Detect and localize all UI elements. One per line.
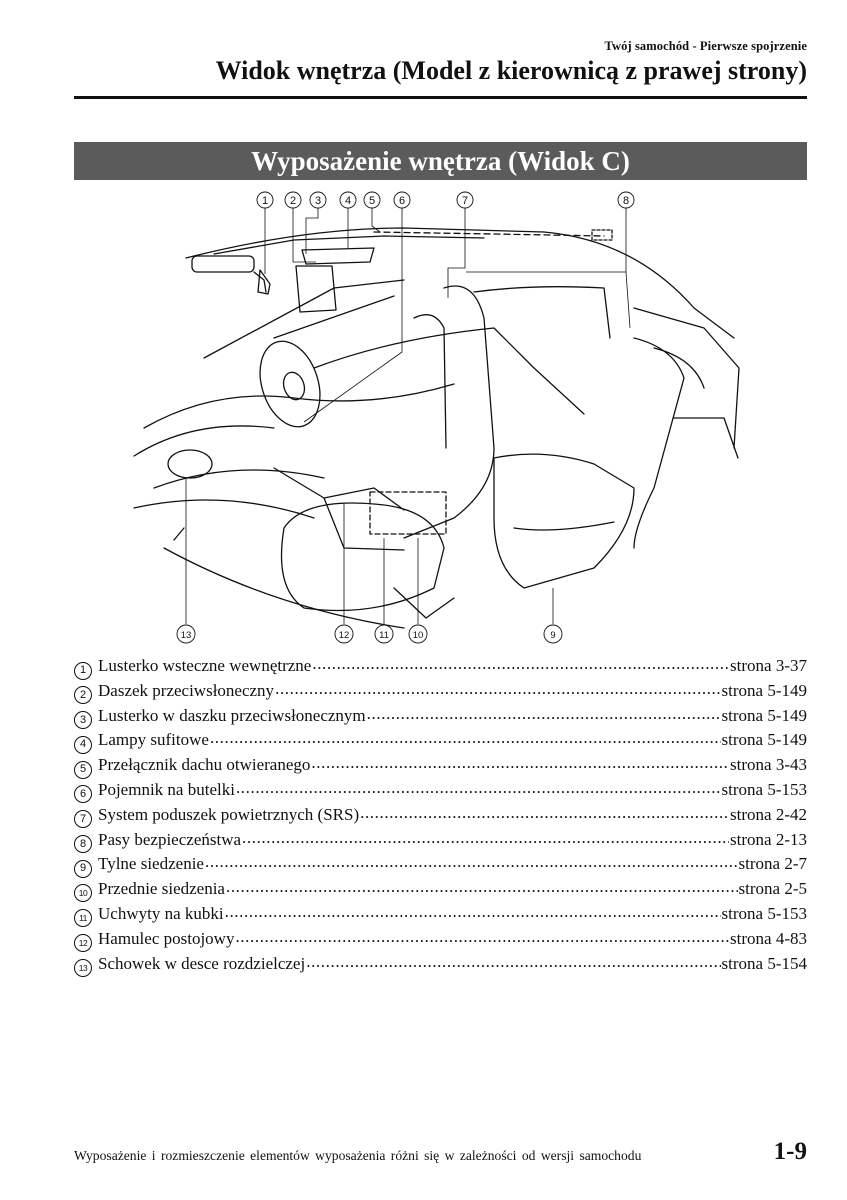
item-page-ref: strona 5-149 xyxy=(721,705,807,725)
item-label: Lusterko wsteczne wewnętrzne xyxy=(98,656,312,675)
svg-text:5: 5 xyxy=(369,195,375,207)
item-label: Przednie siedzenia xyxy=(98,879,225,899)
callout-1: 1 xyxy=(256,191,274,209)
callout-2: 2 xyxy=(284,191,302,209)
item-label: Tylne siedzenie xyxy=(98,854,204,874)
dot-leader xyxy=(360,803,729,820)
callout-10: 10 xyxy=(408,624,428,644)
dot-leader xyxy=(311,753,729,770)
svg-text:11: 11 xyxy=(379,630,389,641)
callout-11: 11 xyxy=(374,624,394,644)
item-number: 5 xyxy=(74,760,92,779)
item-page-ref: strona 5-154 xyxy=(721,953,807,973)
callout-13: 13 xyxy=(176,624,196,644)
callout-12: 12 xyxy=(334,624,354,644)
list-item: 9 Tylne siedzenie strona 2-7 xyxy=(74,852,807,878)
item-number: 9 xyxy=(74,859,92,878)
callout-8: 8 xyxy=(617,191,635,209)
component-list: 1 Lusterko wsteczne wewnętrzne strona 3-37… xyxy=(74,654,807,977)
list-item: 8 Pasy bezpieczeństwa strona 2-13 xyxy=(74,828,807,854)
item-number: 1 xyxy=(74,661,92,680)
car-interior-illustration: 1 2 3 4 5 6 7 8 9 10 11 12 13 xyxy=(133,191,740,644)
dot-leader xyxy=(367,704,721,721)
item-label: Pojemnik na butelki xyxy=(98,779,235,799)
list-item: 3 Lusterko w daszku przeciwsłonecznym stro… xyxy=(74,704,807,730)
dot-leader xyxy=(205,852,738,869)
item-page-ref: strona 5-149 xyxy=(721,680,807,700)
callout-5: 5 xyxy=(363,191,381,209)
item-label: Przełącznik dachu otwieranego xyxy=(98,755,311,775)
callout-6: 6 xyxy=(393,191,411,209)
svg-text:7: 7 xyxy=(462,195,468,207)
item-label: Lusterko w daszku przeciwsłonecznym xyxy=(98,705,366,725)
list-item: 12 Hamulec postojowy strona 4-83 xyxy=(74,927,807,953)
item-page-ref: strona 2-7 xyxy=(738,854,807,874)
item-label: System poduszek powietrznych (SRS) xyxy=(98,804,360,824)
section-label: Twój samochód - Pierwsze spojrzenie xyxy=(604,39,807,53)
item-page-ref: strona 5-153 xyxy=(721,903,807,923)
item-number: 7 xyxy=(74,810,92,829)
item-page-ref: strona 2-42 xyxy=(730,804,807,824)
dot-leader xyxy=(225,902,721,919)
item-number: 12 xyxy=(74,934,92,953)
svg-text:10: 10 xyxy=(413,630,424,641)
list-item: 11 Uchwyty na kubki strona 5-153 xyxy=(74,902,807,928)
item-label: Uchwyty na kubki xyxy=(98,903,224,923)
callout-3: 3 xyxy=(309,191,327,209)
svg-text:13: 13 xyxy=(181,630,192,641)
list-item: 10 Przednie siedzenia strona 2-5 xyxy=(74,877,807,903)
item-page-ref: strona 5-153 xyxy=(721,779,807,799)
dot-leader xyxy=(312,654,729,671)
view-banner: Wyposażenie wnętrza (Widok C) xyxy=(74,142,807,180)
item-number: 3 xyxy=(74,711,92,730)
footer-note: Wyposażenie i rozmieszczenie elementów w… xyxy=(74,1148,642,1163)
item-page-ref: strona 4-83 xyxy=(730,928,807,948)
item-page-ref: strona 2-13 xyxy=(730,829,807,849)
page-number: 1-9 xyxy=(773,1138,807,1165)
item-label: Lampy sufitowe xyxy=(98,730,209,750)
item-number: 2 xyxy=(74,686,92,705)
dot-leader xyxy=(306,952,720,969)
item-number: 8 xyxy=(74,835,92,854)
svg-text:12: 12 xyxy=(339,630,350,641)
item-page-ref: strona 2-5 xyxy=(738,879,807,899)
item-number: 11 xyxy=(74,909,92,928)
item-page-ref: strona 5-149 xyxy=(721,730,807,750)
item-label: Pasy bezpieczeństwa xyxy=(98,829,242,849)
title-divider xyxy=(74,96,807,99)
callout-4: 4 xyxy=(339,191,357,209)
svg-text:1: 1 xyxy=(262,195,268,207)
dot-leader xyxy=(242,828,729,845)
svg-text:6: 6 xyxy=(399,195,405,207)
list-item: 5 Przełącznik dachu otwieranego strona 3-4… xyxy=(74,753,807,779)
list-item: 4 Lampy sufitowe strona 5-149 xyxy=(74,728,807,754)
item-number: 4 xyxy=(74,735,92,754)
item-number: 6 xyxy=(74,785,92,804)
svg-text:2: 2 xyxy=(290,195,296,207)
list-item: 7 System poduszek powietrznych (SRS) stron… xyxy=(74,803,807,829)
item-page-ref: strona 3-43 xyxy=(730,755,807,775)
item-label: Daszek przeciwsłoneczny xyxy=(98,680,275,700)
dot-leader xyxy=(210,728,721,745)
dot-leader xyxy=(226,877,738,894)
callout-7: 7 xyxy=(456,191,474,209)
item-label: Hamulec postojowy xyxy=(98,928,235,948)
svg-text:4: 4 xyxy=(345,195,351,207)
callout-9: 9 xyxy=(543,624,563,644)
dot-leader xyxy=(275,679,720,696)
dot-leader xyxy=(235,927,729,944)
svg-text:3: 3 xyxy=(315,195,321,207)
list-item: 13 Schowek w desce rozdzielczej strona 5-1… xyxy=(74,952,807,977)
list-item: 2 Daszek przeciwsłoneczny strona 5-149 xyxy=(74,679,807,705)
item-page-ref: strona 3-37 xyxy=(730,656,807,675)
svg-text:8: 8 xyxy=(623,195,629,207)
item-number: 13 xyxy=(74,958,92,977)
dot-leader xyxy=(236,778,721,795)
svg-text:9: 9 xyxy=(550,630,555,641)
page-title: Widok wnętrza (Model z kierownicą z praw… xyxy=(215,56,807,85)
item-number: 10 xyxy=(74,884,92,903)
item-label: Schowek w desce rozdzielczej xyxy=(98,953,306,973)
list-item: 6 Pojemnik na butelki strona 5-153 xyxy=(74,778,807,804)
list-item: 1 Lusterko wsteczne wewnętrzne strona 3-37 xyxy=(74,654,807,680)
